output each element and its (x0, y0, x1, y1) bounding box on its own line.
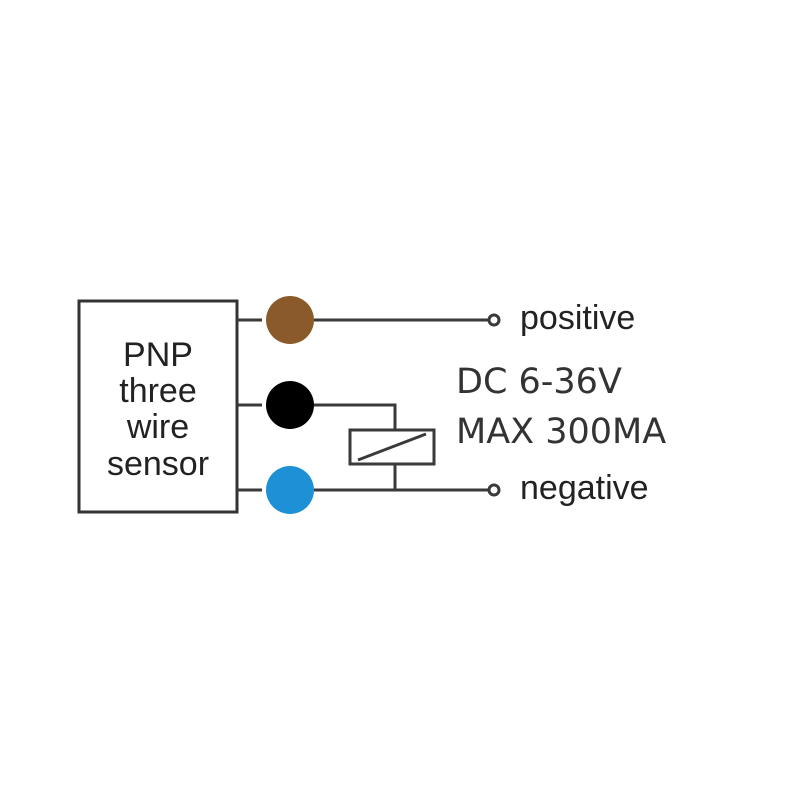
negative-label: negative (520, 469, 649, 507)
positive-label: positive (520, 299, 635, 337)
sensor-label-line-2: three (119, 372, 197, 410)
sensor-box (77, 299, 239, 514)
black-wire-dot (266, 381, 314, 429)
sensor-label-line-4: sensor (107, 445, 209, 483)
brown-wire-dot (266, 296, 314, 344)
sensor-label-line-1: PNP (123, 336, 193, 374)
negative-terminal (487, 483, 501, 497)
relay-coil-diagonal (357, 432, 427, 462)
current-spec: MAX 300MA (456, 412, 666, 452)
voltage-spec: DC 6-36V (456, 362, 622, 402)
blue-wire-dot (266, 466, 314, 514)
sensor-label-line-3: wire (126, 408, 189, 446)
positive-terminal (487, 313, 501, 327)
signal-wire (314, 403, 397, 430)
